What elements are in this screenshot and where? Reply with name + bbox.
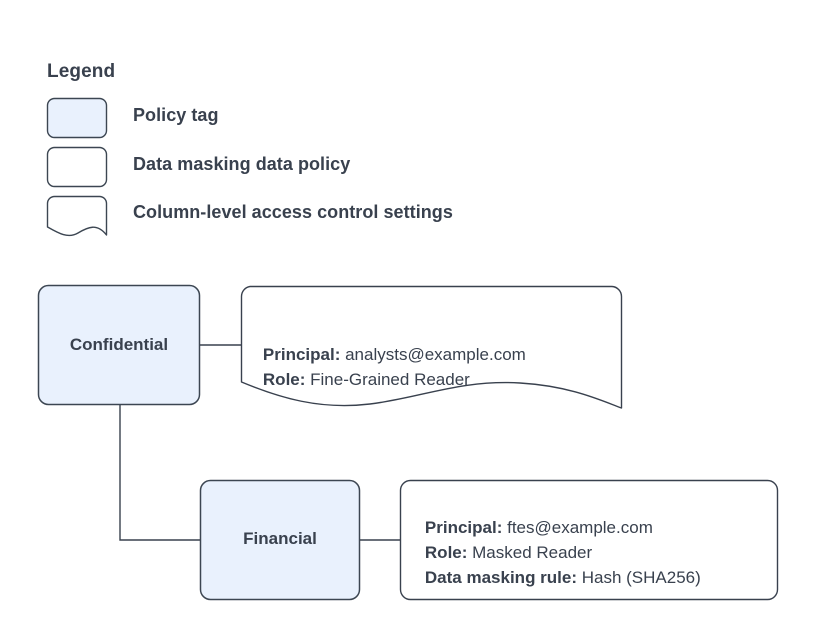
financial-callout-key-role: Role: bbox=[424, 543, 468, 562]
legend-item-label-data-policy: Data masking data policy bbox=[133, 154, 351, 174]
confidential-callout-line-principal: Principal: analysts@example.com bbox=[244, 325, 526, 385]
financial-callout-line-masking-rule: Data masking rule: Hash (SHA256) bbox=[406, 548, 701, 608]
confidential-callout-value-principal: analysts@example.com bbox=[340, 345, 526, 364]
confidential-to-financial-connector bbox=[119, 405, 200, 541]
legend-title: Legend bbox=[47, 61, 116, 82]
financial-callout-value-masking-rule: Hash (SHA256) bbox=[577, 568, 701, 587]
access-control-swatch bbox=[46, 195, 108, 237]
financial-callout-line-principal: Principal: ftes@example.com bbox=[406, 498, 653, 558]
financial-callout[interactable] bbox=[399, 479, 779, 601]
confidential-node-label: Confidential bbox=[69, 335, 169, 354]
confidential-callout[interactable] bbox=[240, 285, 623, 409]
confidential-callout-key-principal: Principal: bbox=[262, 345, 341, 364]
policy-tag-swatch bbox=[46, 97, 108, 139]
financial-callout-key-principal: Principal: bbox=[424, 518, 503, 537]
data-policy-swatch bbox=[46, 146, 108, 188]
financial-callout-key-masking-rule: Data masking rule: bbox=[424, 568, 578, 587]
financial-callout-value-role: Masked Reader bbox=[467, 543, 593, 562]
confidential-node[interactable] bbox=[37, 284, 201, 406]
confidential-callout-key-role: Role: bbox=[262, 370, 306, 389]
financial-callout-value-principal: ftes@example.com bbox=[502, 518, 653, 537]
financial-callout-line-role: Role: Masked Reader bbox=[406, 523, 592, 583]
legend-item-label-access-control: Column-level access control settings bbox=[133, 202, 453, 222]
financial-node[interactable] bbox=[199, 479, 361, 601]
financial-node-label: Financial bbox=[243, 529, 317, 548]
confidential-callout-line-role: Role: Fine-Grained Reader bbox=[244, 350, 470, 410]
confidential-callout-value-role: Fine-Grained Reader bbox=[305, 370, 470, 389]
legend-item-label-policy-tag: Policy tag bbox=[133, 105, 219, 125]
